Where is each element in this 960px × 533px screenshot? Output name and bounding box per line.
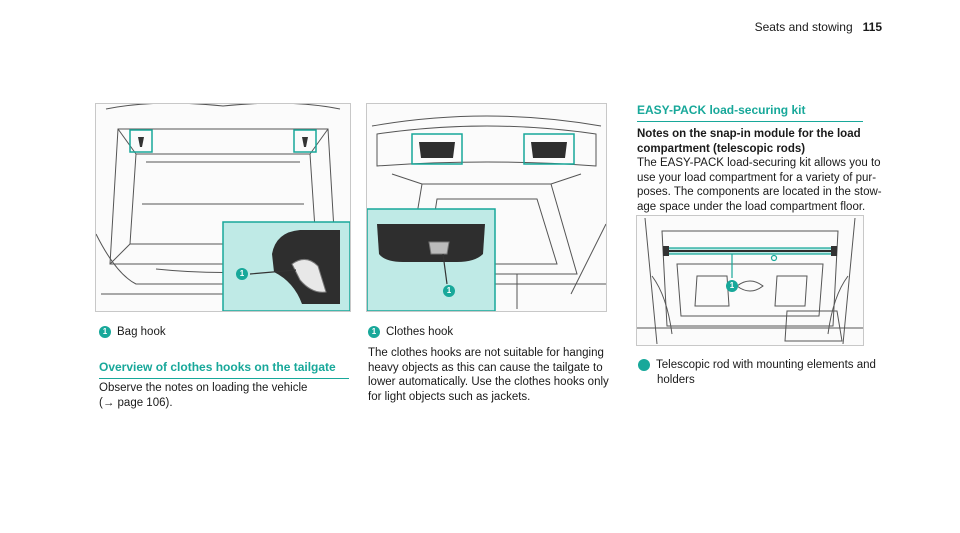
- text-line: age space under the load compartment flo…: [637, 200, 866, 213]
- page-header: Seats and stowing 115: [700, 20, 882, 34]
- callout-badge: 1: [368, 326, 380, 338]
- text-line: lower automatically. Use the clothes hoo…: [368, 376, 609, 388]
- section-heading-overview: Overview of clothes hooks on the tailgat…: [99, 360, 349, 379]
- figure-bag-hook: 1: [95, 103, 351, 312]
- caption-text: Bag hook: [117, 326, 166, 338]
- text-line: use your load compartment for a variety …: [637, 171, 877, 184]
- text-line: for light objects such as jackets.: [368, 390, 531, 403]
- text-line: poses. The components are located in the…: [637, 186, 882, 198]
- text-line: The clothes hooks are not suitable for h…: [368, 347, 604, 359]
- section-title: Seats and stowing: [754, 20, 853, 34]
- easy-pack-text: Notes on the snap-in module for the load…: [637, 127, 897, 214]
- telescopic-rod-illustration: [637, 217, 863, 345]
- text-line: heavy objects as this can cause the tail…: [368, 361, 603, 374]
- figure-caption-bag-hook: 1 Bag hook: [99, 325, 166, 340]
- caption-text: Clothes hook: [386, 326, 454, 338]
- overview-text: Observe the notes on loading the vehicle…: [99, 381, 349, 410]
- caption-text: Telescopic rod with mounting elements an…: [656, 359, 876, 371]
- page-number: 115: [862, 20, 882, 34]
- text-line: Observe the notes on loading the vehicle: [99, 382, 308, 394]
- figure-caption-telescopic-rod: 1 Telescopic rod with mounting elements a…: [632, 358, 898, 388]
- heading-text: Overview of clothes hooks on the tailgat…: [99, 360, 336, 374]
- callout-badge: 1: [99, 326, 111, 338]
- page-reference-link[interactable]: (→ page 106).: [99, 396, 173, 409]
- text-line: The EASY-PACK load-securing kit allows y…: [637, 157, 881, 169]
- bag-hook-illustration: [96, 104, 350, 311]
- callout-badge: 1: [443, 285, 455, 297]
- figure-telescopic-rod: 1: [636, 215, 864, 346]
- figure-clothes-hook: 1: [366, 103, 607, 312]
- callout-badge: 1: [726, 280, 738, 292]
- subheading-line: Notes on the snap-in module for the load: [637, 128, 861, 140]
- subheading-line: compartment (telescopic rods): [637, 142, 806, 155]
- callout-badge: 1: [236, 268, 248, 280]
- heading-text: EASY-PACK load-securing kit: [637, 103, 806, 117]
- figure-caption-clothes-hook: 1 Clothes hook: [368, 325, 453, 340]
- section-heading-easy-pack: EASY-PACK load-securing kit: [637, 103, 863, 122]
- caption-text: holders: [657, 374, 695, 386]
- clothes-hook-illustration: [367, 115, 606, 311]
- clothes-hook-text: The clothes hooks are not suitable for h…: [368, 346, 618, 404]
- callout-badge: 1: [632, 359, 650, 371]
- caption-line: 1 Telescopic rod with mounting elements a…: [632, 358, 898, 373]
